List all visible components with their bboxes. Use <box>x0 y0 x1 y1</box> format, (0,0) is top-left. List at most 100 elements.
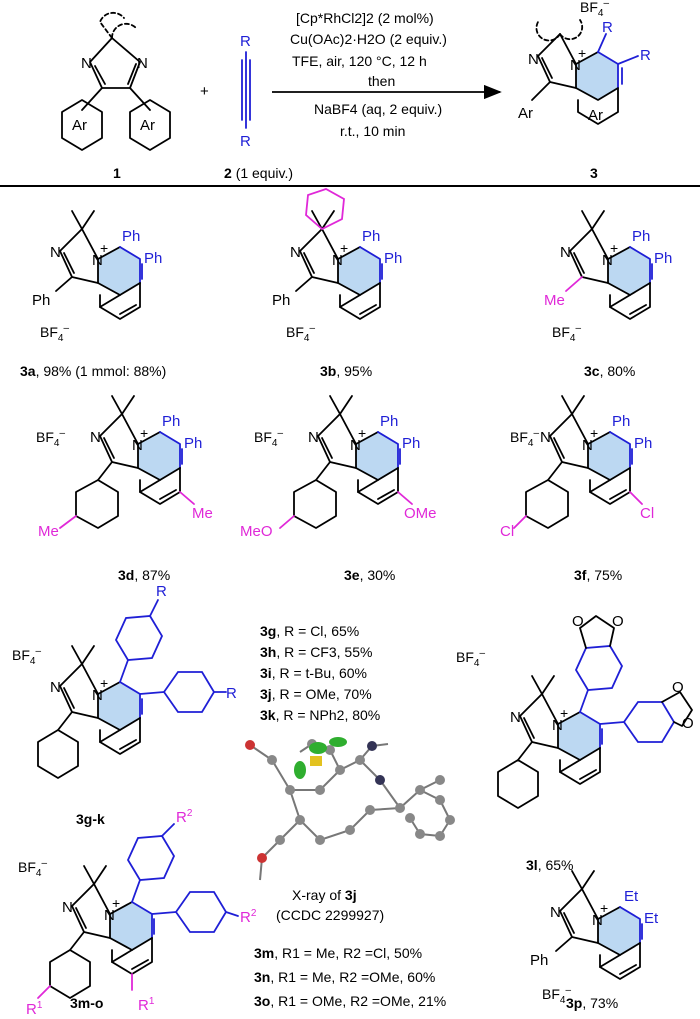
svg-text:N: N <box>132 437 143 454</box>
svg-text:+: + <box>100 240 108 256</box>
svg-text:3m, R1 = Me, R2 =Cl, 50%: 3m, R1 = Me, R2 =Cl, 50% <box>254 945 422 961</box>
svg-text:N: N <box>290 244 301 261</box>
svg-text:R: R <box>156 583 167 600</box>
svg-text:Ph: Ph <box>634 435 652 452</box>
svg-text:3g, R = Cl, 65%: 3g, R = Cl, 65% <box>260 623 359 639</box>
svg-text:O: O <box>682 715 694 732</box>
svg-text:N: N <box>137 55 148 72</box>
svg-text:Ph: Ph <box>162 413 180 430</box>
svg-text:Ar: Ar <box>72 117 87 134</box>
svg-text:BF4–: BF4– <box>18 858 47 879</box>
svg-text:N: N <box>560 244 571 261</box>
conditions: [Cp*RhCl2]2 (2 mol%) Cu(OAc)2·H2O (2 equ… <box>272 10 502 139</box>
svg-text:+: + <box>610 240 618 256</box>
svg-text:N: N <box>602 252 613 269</box>
svg-text:BF4–: BF4– <box>36 428 65 449</box>
svg-text:Me: Me <box>38 523 59 540</box>
product3-label: 3 <box>590 165 598 181</box>
svg-text:3k, R = NPh2, 80%: 3k, R = NPh2, 80% <box>260 707 380 723</box>
sm2-structure: R R <box>240 33 251 150</box>
svg-text:MeO: MeO <box>240 523 273 540</box>
svg-text:R2: R2 <box>176 808 193 826</box>
label-3d: 3d, 87% <box>118 567 170 583</box>
svg-text:N: N <box>62 899 73 916</box>
svg-text:+: + <box>560 705 568 721</box>
svg-text:Ar: Ar <box>588 107 603 124</box>
svg-text:BF4–: BF4– <box>510 428 539 449</box>
svg-text:NaBF4 (aq, 2 equiv.): NaBF4 (aq, 2 equiv.) <box>314 101 442 117</box>
svg-text:R: R <box>240 33 251 50</box>
svg-text:N: N <box>540 429 551 446</box>
svg-text:N: N <box>92 687 103 704</box>
sm2-label: 2 (1 equiv.) <box>224 165 293 181</box>
svg-text:N: N <box>510 709 521 726</box>
xray-structure-image <box>245 737 455 881</box>
label-3p: 3p, 73% <box>566 995 618 1011</box>
svg-text:Ph: Ph <box>654 250 672 267</box>
svg-text:+: + <box>100 675 108 691</box>
svg-text:Ph: Ph <box>402 435 420 452</box>
svg-text:N: N <box>552 717 563 734</box>
svg-text:[Cp*RhCl2]2 (2 mol%): [Cp*RhCl2]2 (2 mol%) <box>296 10 434 26</box>
svg-text:BF4–: BF4– <box>40 323 69 344</box>
sm1-structure: N N Ar Ar <box>61 11 171 151</box>
svg-text:N: N <box>81 55 92 72</box>
sm1-label: 1 <box>113 165 121 181</box>
svg-text:BF4–: BF4– <box>580 0 609 19</box>
svg-text:+: + <box>140 425 148 441</box>
product3-structure: N N + R R Ar Ar BF4– <box>518 0 651 125</box>
svg-text:Et: Et <box>624 888 639 905</box>
svg-text:R: R <box>602 19 613 36</box>
svg-text:+: + <box>600 900 608 916</box>
svg-text:Et: Et <box>644 910 659 927</box>
label-3e: 3e, 30% <box>344 567 395 583</box>
label-3f: 3f, 75% <box>574 567 622 583</box>
svg-text:N: N <box>350 437 361 454</box>
svg-text:R: R <box>226 685 237 702</box>
svg-text:+: + <box>112 895 120 911</box>
plus-sign: + <box>200 83 209 100</box>
mno-list: 3m, R1 = Me, R2 =Cl, 50% 3n, R1 = Me, R2… <box>254 945 446 1009</box>
svg-text:N: N <box>570 57 581 74</box>
ghk-list: 3g, R = Cl, 65% 3h, R = CF3, 55% 3i, R =… <box>260 623 380 723</box>
svg-text:OMe: OMe <box>404 505 437 522</box>
label-3m-o: 3m-o <box>70 995 103 1011</box>
svg-text:Ph: Ph <box>612 413 630 430</box>
svg-text:BF4–: BF4– <box>456 648 485 669</box>
svg-text:N: N <box>92 252 103 269</box>
svg-text:BF4–: BF4– <box>12 646 41 667</box>
xray-caption-2: (CCDC 2299927) <box>276 907 384 923</box>
svg-text:N: N <box>50 679 61 696</box>
svg-text:N: N <box>308 429 319 446</box>
svg-text:Cl: Cl <box>500 523 514 540</box>
svg-text:N: N <box>90 429 101 446</box>
label-3b: 3b, 95% <box>320 363 372 379</box>
svg-text:R1: R1 <box>138 996 155 1014</box>
svg-text:+: + <box>358 425 366 441</box>
svg-text:Me: Me <box>544 292 565 309</box>
svg-text:Ph: Ph <box>272 292 290 309</box>
svg-text:N: N <box>582 437 593 454</box>
svg-text:N: N <box>528 51 539 68</box>
svg-text:Ph: Ph <box>384 250 402 267</box>
svg-text:R2: R2 <box>240 908 257 926</box>
svg-text:N: N <box>104 907 115 924</box>
svg-text:Cu(OAc)2·H2O (2 equiv.): Cu(OAc)2·H2O (2 equiv.) <box>290 31 447 47</box>
label-3c: 3c, 80% <box>584 363 635 379</box>
svg-text:Me: Me <box>192 505 213 522</box>
svg-text:TFE, air, 120 °C, 12 h: TFE, air, 120 °C, 12 h <box>292 53 427 69</box>
svg-text:R: R <box>640 47 651 64</box>
svg-text:then: then <box>368 73 395 89</box>
svg-text:3j, R = OMe, 70%: 3j, R = OMe, 70% <box>260 686 372 702</box>
svg-text:R: R <box>240 133 251 150</box>
svg-text:N: N <box>592 912 603 929</box>
svg-text:N: N <box>332 252 343 269</box>
svg-text:3o, R1 = OMe, R2 =OMe, 21%: 3o, R1 = OMe, R2 =OMe, 21% <box>254 993 446 1009</box>
